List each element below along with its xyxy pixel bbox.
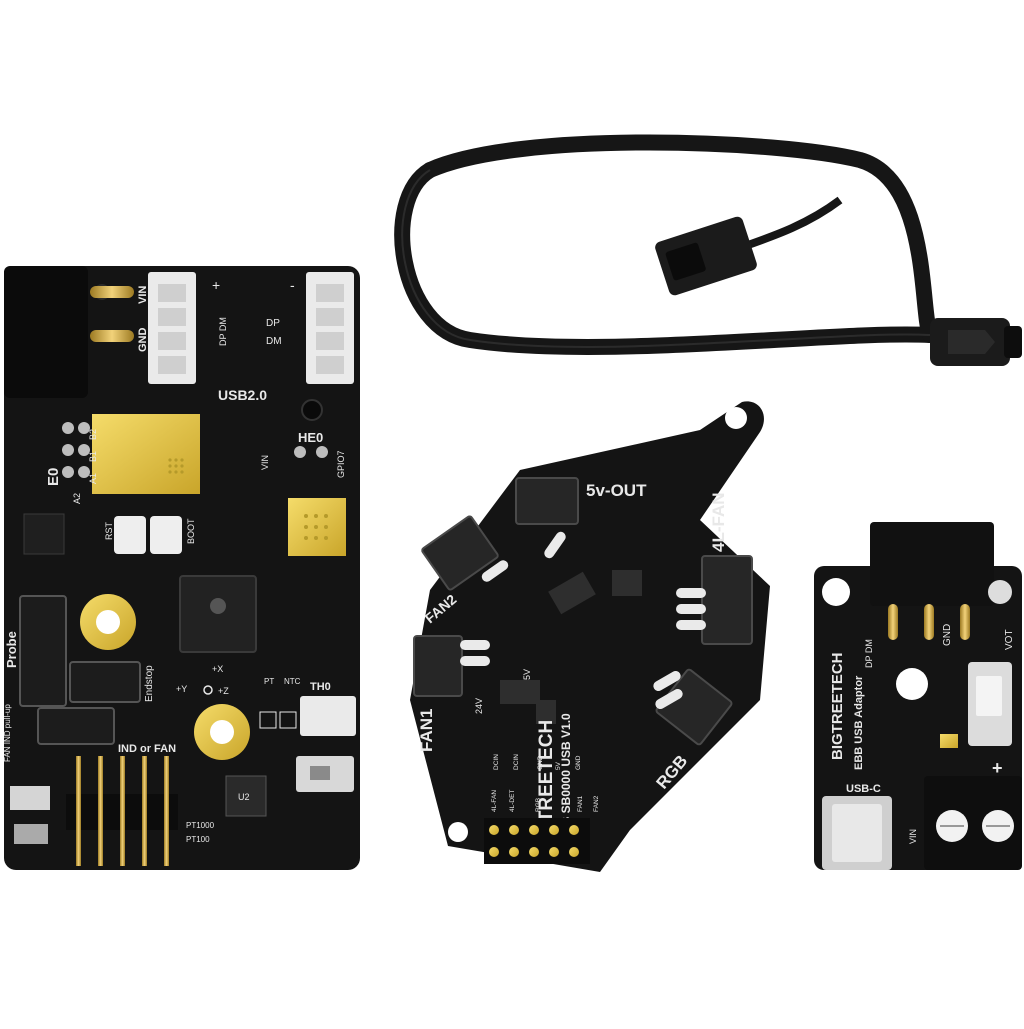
- cable-connector-small: [655, 216, 757, 296]
- toolhead-board: 5v-OUT 4L-FAN FAN2 FAN1 RGB 24V 5V: [410, 401, 770, 872]
- cable-loop-2: [422, 134, 938, 343]
- toolhead-model: EBB SB0000 USB V1.0: [559, 713, 573, 842]
- pin-label-9: 5V: [555, 761, 562, 770]
- probe-label: Probe: [4, 631, 19, 668]
- usb20-label: USB2.0: [218, 387, 267, 403]
- pin-label-5: FAN2: [593, 795, 600, 812]
- probe-connector: [19, 595, 67, 707]
- rst-label: RST: [104, 521, 114, 540]
- rgb-connector: [655, 668, 733, 746]
- fan1-label: FAN1: [417, 709, 436, 752]
- usb-cable: [394, 134, 1022, 366]
- main-plus-label: +: [212, 277, 220, 293]
- adaptor-gnd-label: GND: [942, 624, 953, 646]
- fan2-connector: [421, 515, 499, 591]
- pin-label-8: GND: [537, 755, 544, 770]
- th0-label: TH0: [310, 681, 331, 693]
- b2-label: B2: [88, 429, 98, 440]
- main-vin-small-label: VIN: [260, 455, 270, 470]
- main-minus-label: -: [290, 277, 295, 293]
- adaptor-vot-label: VOT: [1004, 629, 1015, 650]
- adaptor-plus-label: +: [992, 758, 1003, 778]
- pin-label-10: GND: [575, 755, 582, 770]
- toolhead-pin-header: [484, 818, 590, 864]
- v5-label: 5V: [522, 669, 532, 680]
- ind-fan-connector: [37, 707, 115, 745]
- five-v-out-connector: [515, 477, 579, 525]
- ind-or-fan-label: IND or FAN: [118, 743, 176, 755]
- cable-connector-large: [930, 318, 1022, 366]
- usbc-label: USB-C: [846, 783, 881, 795]
- ntc-label: NTC: [284, 677, 301, 686]
- pin-label-6: DCIN: [493, 754, 500, 770]
- a2-label: A2: [72, 493, 82, 504]
- u2-chip: [225, 775, 267, 817]
- u2-label: U2: [238, 792, 250, 802]
- pt1000-label: PT1000: [186, 821, 215, 830]
- a1-label: A1: [88, 473, 98, 484]
- pin-label-2: 4L-DET: [509, 790, 516, 812]
- pin-label-4: FAN1: [577, 795, 584, 812]
- fan1-connector: [413, 635, 463, 697]
- v24-label: 24V: [474, 698, 484, 714]
- pt100-label: PT100: [186, 835, 210, 844]
- five-v-out-label: 5v-OUT: [586, 481, 647, 500]
- main-dpdm-label: DP DM: [218, 317, 228, 346]
- endstop-label: Endstop: [144, 665, 155, 702]
- jst-connector-right: [306, 272, 354, 384]
- adaptor-brand: BIGTREETECH: [829, 652, 846, 760]
- adaptor-dpdm-label: DP DM: [864, 639, 874, 668]
- jst-connector-left: [148, 272, 196, 384]
- gpio7-label: GPIO7: [336, 450, 346, 478]
- adaptor-vin-label: VIN: [908, 829, 918, 844]
- main-dp-label: DP: [266, 318, 280, 329]
- endstop-connector: [69, 661, 141, 703]
- main-gnd-label: GND: [137, 328, 149, 353]
- fan-ind-label: FAN IND pull-up: [3, 704, 12, 762]
- axis-y-label: +Y: [176, 684, 187, 694]
- gold-pad-large: [92, 414, 200, 494]
- heo-label: HE0: [298, 430, 323, 445]
- th0-connector: [300, 696, 356, 736]
- pt-label: PT: [264, 677, 274, 686]
- four-l-fan-label: 4L-FAN: [709, 493, 728, 553]
- usb-adaptor-board: DP DM GND VOT BIGTREETECH EBB USB Adapto…: [814, 522, 1022, 870]
- pin-header: [66, 756, 178, 866]
- b1-label: B1: [88, 451, 98, 462]
- main-board: VIN GND + - DP DM DP DM USB2.0: [3, 266, 360, 870]
- adaptor-top-terminal: [870, 522, 994, 606]
- four-l-fan-connector: [701, 555, 753, 645]
- hanging-hole: [725, 407, 747, 429]
- e0-label: E0: [45, 468, 62, 486]
- pin-label-1: 4L-FAN: [491, 790, 498, 812]
- boot-button: [150, 516, 182, 554]
- axis-x-label: +X: [212, 664, 223, 674]
- boot-label: BOOT: [186, 518, 196, 544]
- main-dm-label: DM: [266, 336, 282, 347]
- main-vin-label: VIN: [137, 286, 149, 304]
- adaptor-name: EBB USB Adaptor: [853, 675, 865, 770]
- power-terminal: [4, 266, 88, 398]
- rst-button: [114, 516, 146, 554]
- toolhead-pcb: [410, 401, 770, 872]
- axis-z-label: +Z: [218, 686, 229, 696]
- pin-label-7: DCIN: [513, 754, 520, 770]
- adaptor-screw-terminal: [924, 776, 1022, 870]
- pin-label-3: RGB: [535, 798, 542, 812]
